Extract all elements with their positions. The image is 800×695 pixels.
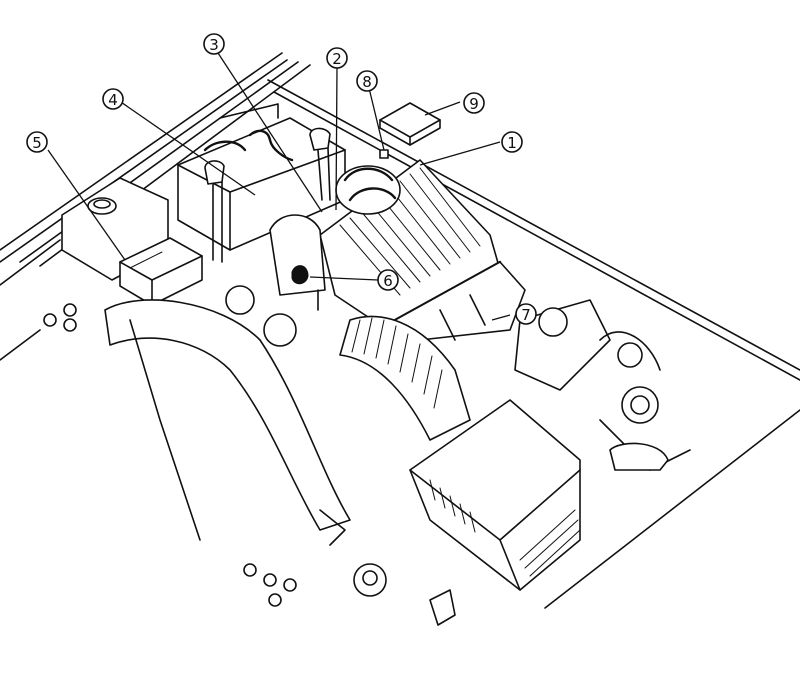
svg-text:3: 3 xyxy=(209,36,219,54)
callout-7: 7 xyxy=(515,303,537,325)
callout-5: 5 xyxy=(26,131,48,153)
callout-9: 9 xyxy=(463,92,485,114)
callout-2: 2 xyxy=(326,47,348,69)
svg-text:2: 2 xyxy=(332,50,342,68)
air-intake-duct xyxy=(104,299,471,546)
svg-text:7: 7 xyxy=(521,306,531,324)
svg-text:1: 1 xyxy=(507,134,517,152)
svg-text:6: 6 xyxy=(383,272,393,290)
lower-left-components xyxy=(43,285,456,626)
air-cleaner xyxy=(409,399,581,591)
brake-booster-area xyxy=(514,299,691,471)
svg-text:9: 9 xyxy=(469,95,479,113)
svg-text:4: 4 xyxy=(108,91,118,109)
callout-1: 1 xyxy=(501,131,523,153)
callout-8: 8 xyxy=(356,70,378,92)
distributor xyxy=(335,149,401,215)
callout-6: 6 xyxy=(377,269,399,291)
module-part-9 xyxy=(379,102,441,146)
leader-lines xyxy=(47,52,511,321)
callout-4: 4 xyxy=(102,88,124,110)
svg-text:8: 8 xyxy=(362,73,372,91)
relay-box xyxy=(119,237,203,306)
throttle-body xyxy=(269,214,326,311)
callout-3: 3 xyxy=(203,33,225,55)
svg-text:5: 5 xyxy=(32,134,42,152)
